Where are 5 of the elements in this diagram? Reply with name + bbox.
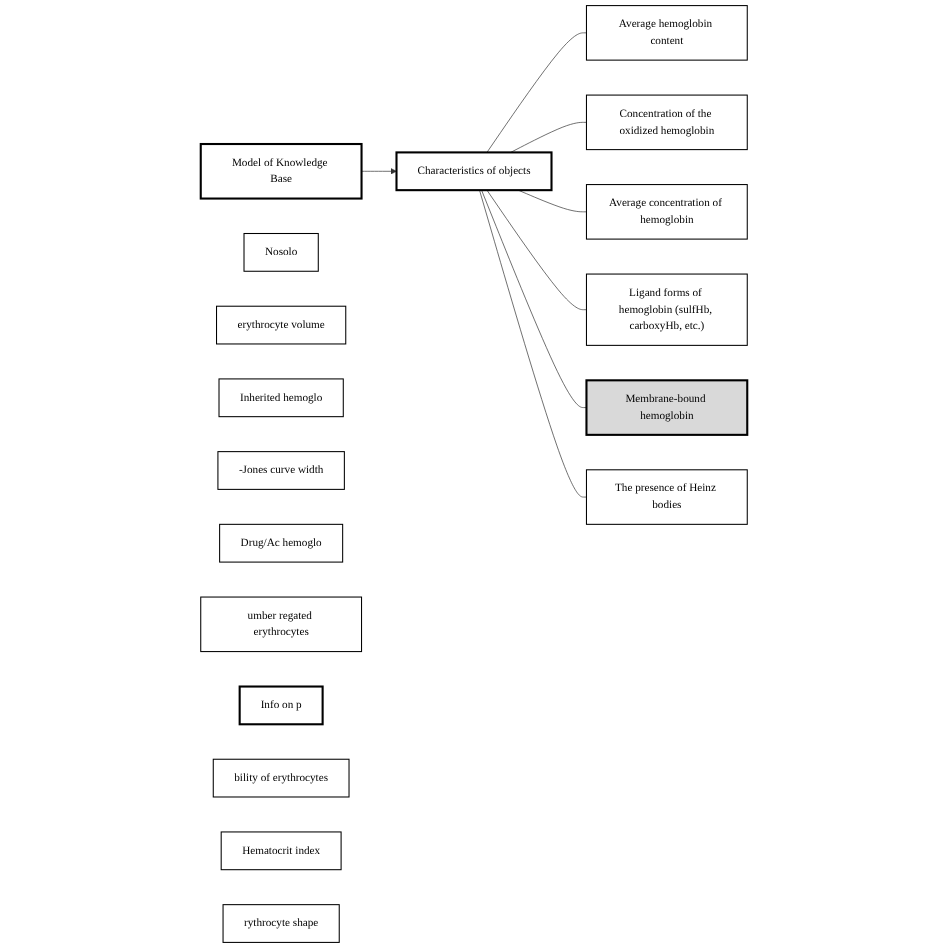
- connector: [486, 189, 587, 311]
- connector: [481, 189, 587, 408]
- connector: [486, 32, 587, 153]
- connector: [479, 189, 587, 498]
- connector: [510, 122, 587, 153]
